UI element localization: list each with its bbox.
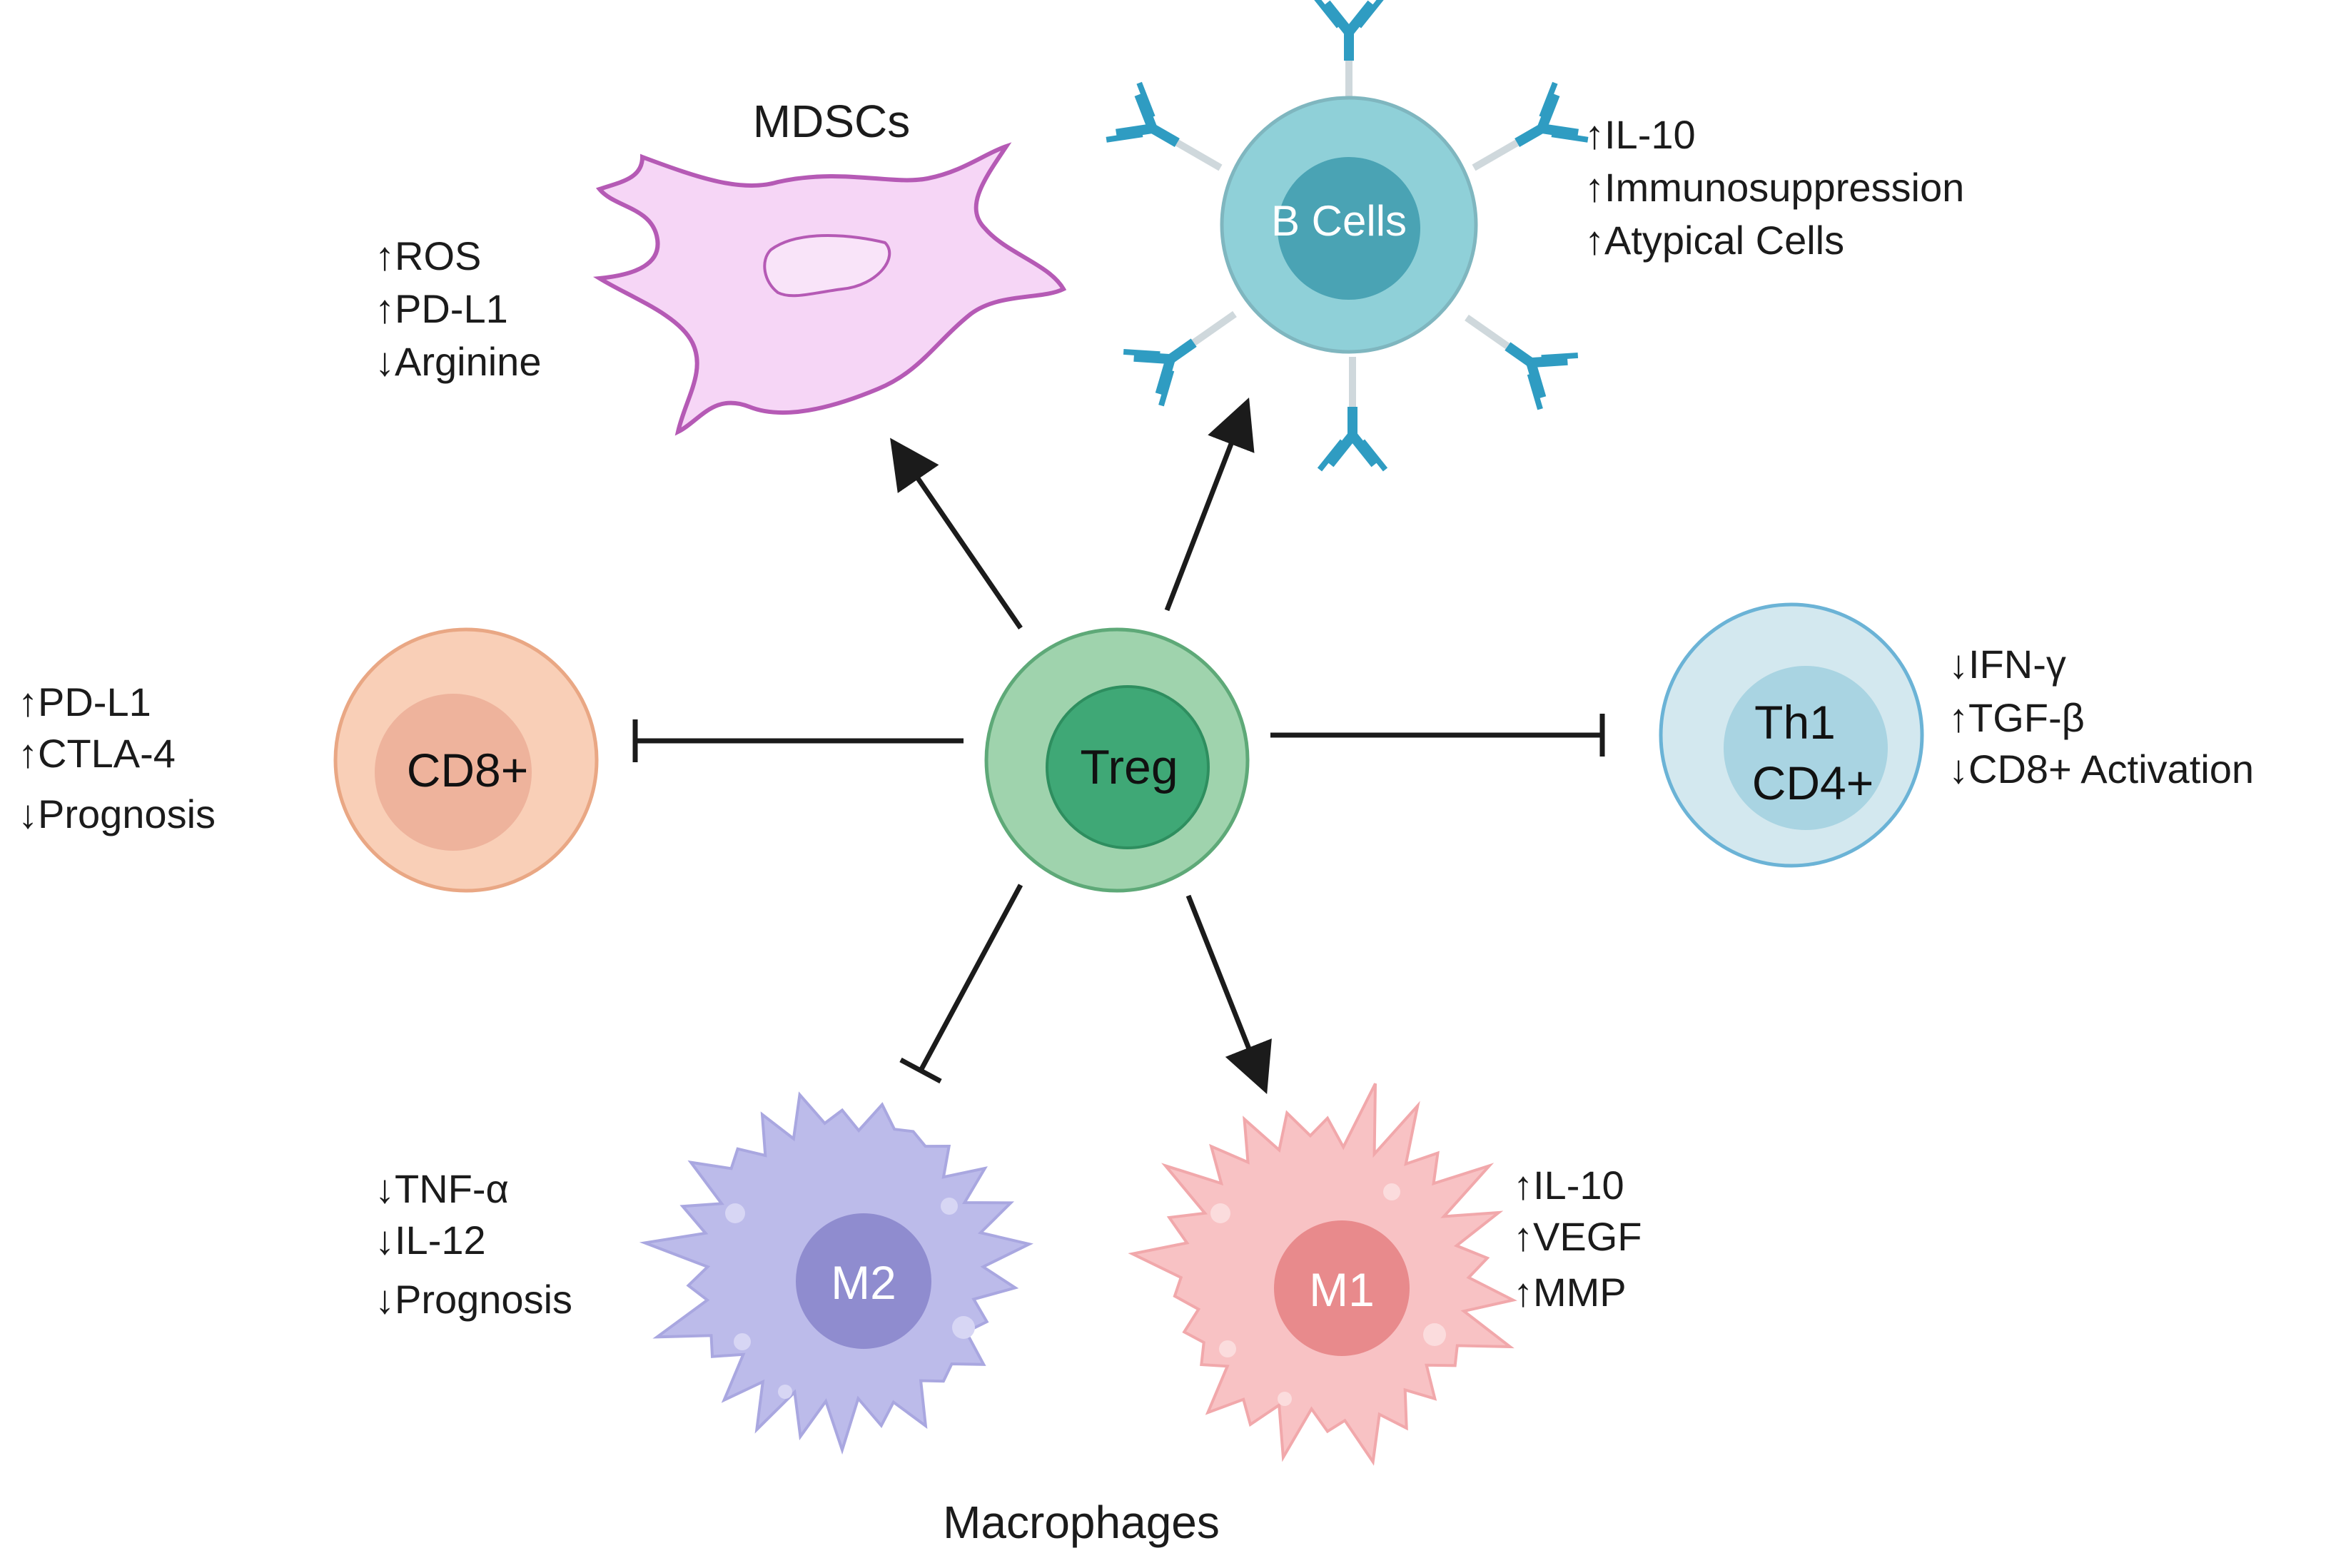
m2-effect-1: ↓TNF-α [375, 1166, 509, 1211]
macrophages-title: Macrophages [943, 1497, 1220, 1548]
m2-cell [639, 1091, 1033, 1455]
m1-cell [1128, 1083, 1517, 1466]
m2-label: M2 [831, 1256, 896, 1309]
cd8-label: CD8+ [407, 744, 529, 796]
inhibit-treg-to-th1 [1270, 714, 1605, 757]
treg-cell [984, 627, 1250, 893]
mdsc-title: MDSCs [753, 96, 910, 147]
bcell-effect-2: ↑Immunosuppression [1584, 165, 1964, 210]
inhibit-treg-to-cd8 [632, 719, 964, 762]
arrow-treg-to-m1 [1185, 894, 1272, 1095]
bcell-label: B Cells [1271, 197, 1407, 245]
m1-label: M1 [1309, 1263, 1375, 1316]
arrow-treg-to-bcells [1164, 397, 1255, 612]
cd8-effects: ↑PD-L1 ↑CTLA-4 ↓Prognosis [18, 679, 216, 836]
cd8-effect-3: ↓Prognosis [18, 791, 216, 836]
mdsc-effect-2: ↑PD-L1 [375, 286, 508, 331]
mdsc-effect-1: ↑ROS [375, 233, 481, 278]
th1-effect-2: ↑TGF-β [1948, 695, 2085, 740]
cd8-effect-1: ↑PD-L1 [18, 679, 151, 724]
mdsc-nucleus [763, 234, 891, 298]
m2-effects: ↓TNF-α ↓IL-12 ↓Prognosis [375, 1166, 572, 1322]
arrow-treg-to-mdsc [890, 437, 1023, 629]
th1-label-line1: Th1 [1754, 696, 1836, 749]
m1-effect-1: ↑IL-10 [1513, 1163, 1624, 1208]
th1-effect-1: ↓IFN-γ [1948, 642, 2066, 687]
m1-effect-2: ↑VEGF [1513, 1214, 1642, 1259]
mdsc-cell [592, 142, 1067, 436]
cd8-effect-2: ↑CTLA-4 [18, 731, 176, 776]
bcell-effect-1: ↑IL-10 [1584, 112, 1696, 157]
m2-effect-3: ↓Prognosis [375, 1277, 572, 1322]
th1-cell [1659, 602, 1924, 868]
treg-label: Treg [1080, 740, 1178, 794]
th1-label-line2: CD4+ [1752, 757, 1874, 809]
bcell-effects: ↑IL-10 ↑Immunosuppression ↑Atypical Cell… [1584, 112, 1964, 263]
mdsc-effects: ↑ROS ↑PD-L1 ↓Arginine [375, 233, 541, 384]
m2-effect-2: ↓IL-12 [375, 1218, 486, 1263]
m1-effect-3: ↑MMP [1513, 1270, 1627, 1315]
cd8-cell [333, 627, 599, 893]
mdsc-effect-3: ↓Arginine [375, 339, 541, 384]
inhibit-treg-to-m2 [899, 884, 1023, 1084]
bcell-effect-3: ↑Atypical Cells [1584, 218, 1844, 263]
th1-effects: ↓IFN-γ ↑TGF-β ↓CD8+ Activation [1948, 642, 2254, 791]
bcell-cell [1106, 0, 1588, 470]
th1-effect-3: ↓CD8+ Activation [1948, 747, 2254, 791]
m1-effects: ↑IL-10 ↑VEGF ↑MMP [1513, 1163, 1642, 1315]
